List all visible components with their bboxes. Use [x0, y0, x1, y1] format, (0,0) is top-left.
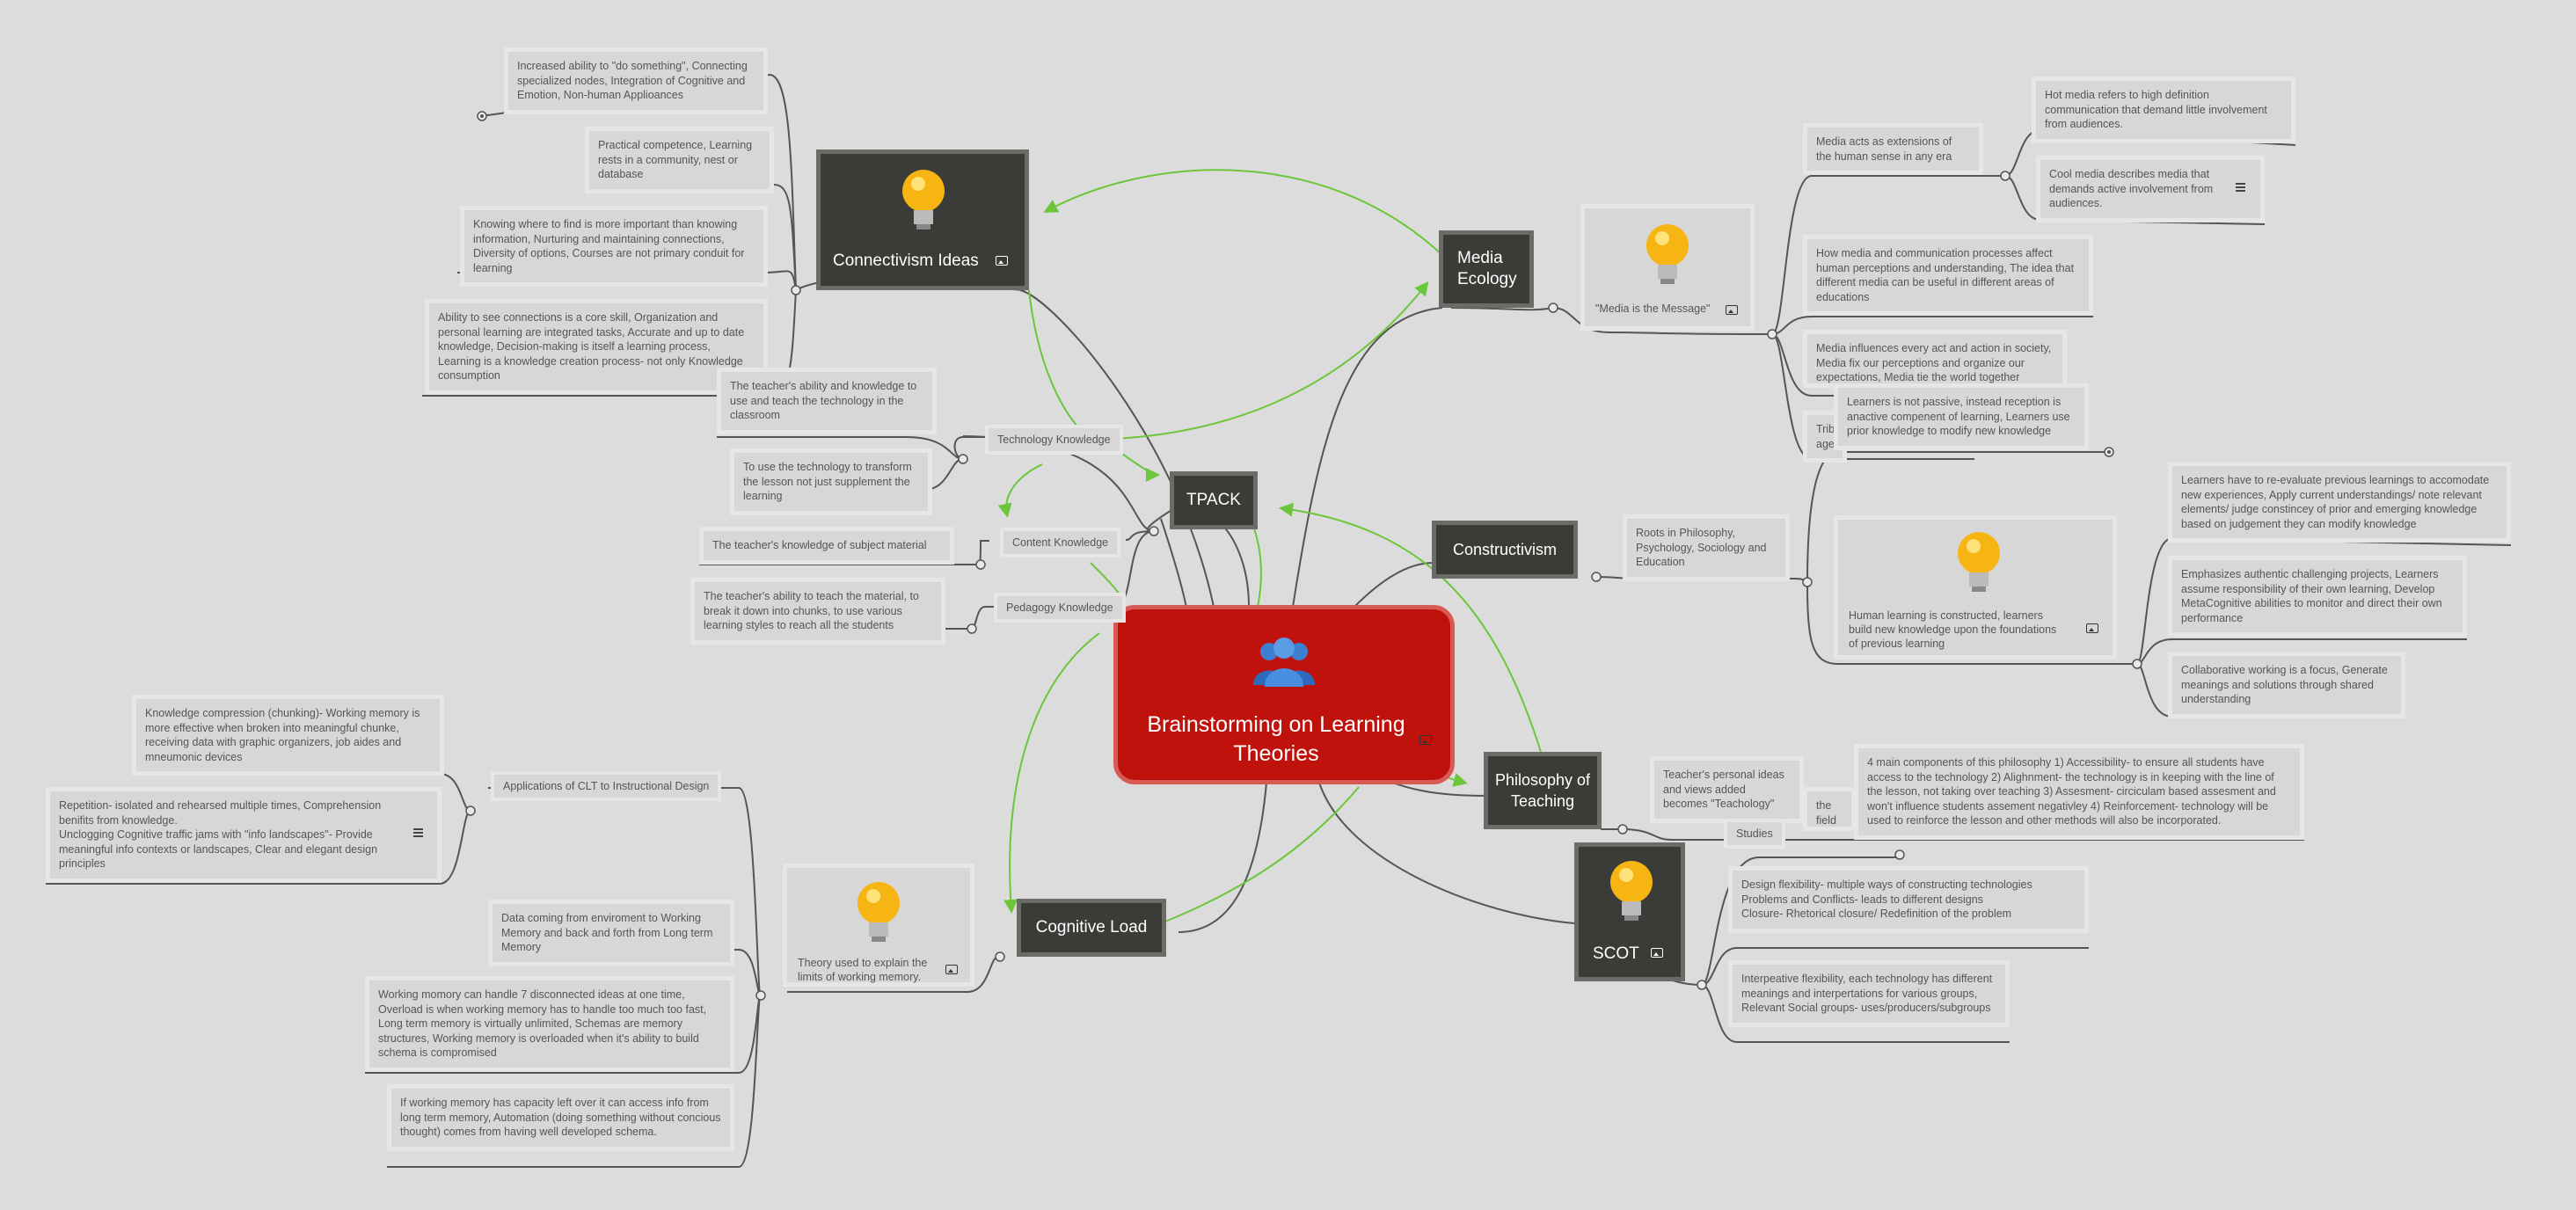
topic-title: Connectivism Ideas [833, 251, 979, 270]
note-clt-working-memory: Working momory can handle 7 disconnected… [365, 976, 734, 1072]
note-media-perceptions: How media and communication processes af… [1803, 235, 2093, 316]
note-media-cool: Cool media describes media that demands … [2036, 156, 2265, 222]
note-constructivism-reevaluate: Learners have to re-evaluate previous le… [2168, 462, 2511, 543]
note-constructivism-authentic: Emphasizes authentic challenging project… [2168, 556, 2467, 637]
image-icon [1726, 305, 1738, 315]
lightbulb-icon [1610, 861, 1653, 921]
label-pedagogy-knowledge: Pedagogy Knowledge [994, 593, 1126, 623]
people-icon [1253, 638, 1315, 687]
image-caption: "Media is the Message" [1595, 302, 1711, 315]
note-pedagogy: The teacher's ability to teach the mater… [690, 578, 945, 645]
note-clt-chunking: Knowledge compression (chunking)- Workin… [132, 695, 444, 776]
lightbulb-icon [1958, 532, 2000, 592]
note-clt-data-flow: Data coming from enviroment to Working M… [488, 900, 734, 966]
note-constructivism-passive: Learners is not passive, instead recepti… [1834, 383, 2089, 450]
note-philosophy-partial: the field echnolo [1803, 787, 1856, 831]
topic-tpack[interactable]: TPACK [1170, 471, 1258, 529]
image-icon [1419, 735, 1432, 745]
topic-connectivism[interactable]: Connectivism Ideas [816, 149, 1029, 290]
topic-media-ecology[interactable]: Media Ecology [1439, 230, 1534, 308]
topic-cognitive-load[interactable]: Cognitive Load [1017, 899, 1166, 957]
label-content-knowledge: Content Knowledge [1000, 528, 1121, 558]
image-icon [945, 965, 958, 974]
note-technology-1: The teacher's ability and knowledge to u… [717, 368, 937, 434]
topic-title: Media Ecology [1457, 249, 1517, 288]
scot-design-line-1: Design flexibility- multiple ways of con… [1741, 878, 2032, 891]
note-philosophy-personal: Teacher's personal ideas and views added… [1650, 756, 1804, 823]
topic-constructivism[interactable]: Constructivism [1432, 521, 1578, 579]
note-constructivism-collaborative: Collaborative working is a focus, Genera… [2168, 652, 2405, 718]
note-connectivism-1: Increased ability to "do something", Con… [504, 47, 768, 114]
lightbulb-icon [857, 882, 900, 942]
note-media-extension: Media acts as extensions of the human se… [1803, 123, 1983, 175]
lightbulb-icon [902, 170, 945, 230]
topic-title: Constructivism [1452, 541, 1558, 558]
topic-title: SCOT [1593, 944, 1639, 963]
note-scot-interpretive: Interpeative flexibility, each technolog… [1728, 960, 2010, 1027]
label-clt-applications: Applications of CLT to Instructional Des… [491, 771, 722, 801]
note-connectivism-4: Ability to see connections is a core ski… [425, 299, 768, 395]
image-icon [996, 256, 1008, 266]
label-scot-studies: Studies [1724, 819, 1785, 849]
note-clt-capacity: If working memory has capacity left over… [387, 1084, 734, 1151]
media-ecology-image[interactable]: "Media is the Message" [1580, 204, 1755, 331]
note-clt-repetition: Repetition- isolated and rehearsed multi… [46, 787, 441, 883]
note-connectivism-3: Knowing where to find is more important … [460, 206, 768, 287]
note-connectivism-2: Practical competence, Learning rests in … [585, 127, 774, 193]
constructivism-image[interactable]: Human learning is constructed, learners … [1834, 515, 2117, 660]
image-caption: Human learning is constructed, learners … [1849, 609, 2057, 650]
lightbulb-icon [1646, 224, 1689, 284]
topic-title: TPACK [1186, 491, 1241, 509]
note-scot-design: Design flexibility- multiple ways of con… [1728, 866, 2089, 933]
note-constructivism-roots: Roots in Philosophy, Psychology, Sociolo… [1623, 514, 1790, 581]
image-icon [2086, 623, 2098, 633]
notes-icon [2236, 183, 2245, 192]
notes-icon [413, 828, 423, 837]
note-philosophy-components: 4 main components of this philosophy 1) … [1854, 744, 2304, 840]
clt-repetition-line-2: Unclogging Cognitive traffic jams with "… [59, 828, 378, 870]
scot-design-line-3: Closure- Rhetorical closure/ Redefinitio… [1741, 908, 2012, 920]
image-caption: Theory used to explain the limits of wor… [798, 957, 928, 983]
cognitive-load-image[interactable]: Theory used to explain the limits of wor… [783, 864, 974, 987]
scot-design-line-2: Problems and Conflicts- leads to differe… [1741, 893, 1983, 906]
note-media-hot: Hot media refers to high definition comm… [2032, 77, 2295, 143]
label-technology-knowledge: Technology Knowledge [985, 425, 1123, 455]
topic-philosophy-of-teaching[interactable]: Philosophy of Teaching [1484, 752, 1602, 829]
clt-repetition-line-1: Repetition- isolated and rehearsed multi… [59, 799, 382, 827]
central-topic[interactable]: Brainstorming on Learning Theories [1113, 605, 1455, 784]
topic-title: Philosophy of Teaching [1494, 771, 1591, 810]
note-media-influences: Media influences every act and action in… [1803, 330, 2067, 388]
topic-title: Cognitive Load [1035, 918, 1148, 937]
note-content: The teacher's knowledge of subject mater… [699, 527, 954, 565]
image-icon [1651, 948, 1663, 958]
topic-scot[interactable]: SCOT [1574, 842, 1685, 981]
central-title: Brainstorming on Learning Theories [1147, 712, 1405, 766]
note-technology-2: To use the technology to transform the l… [730, 448, 932, 515]
